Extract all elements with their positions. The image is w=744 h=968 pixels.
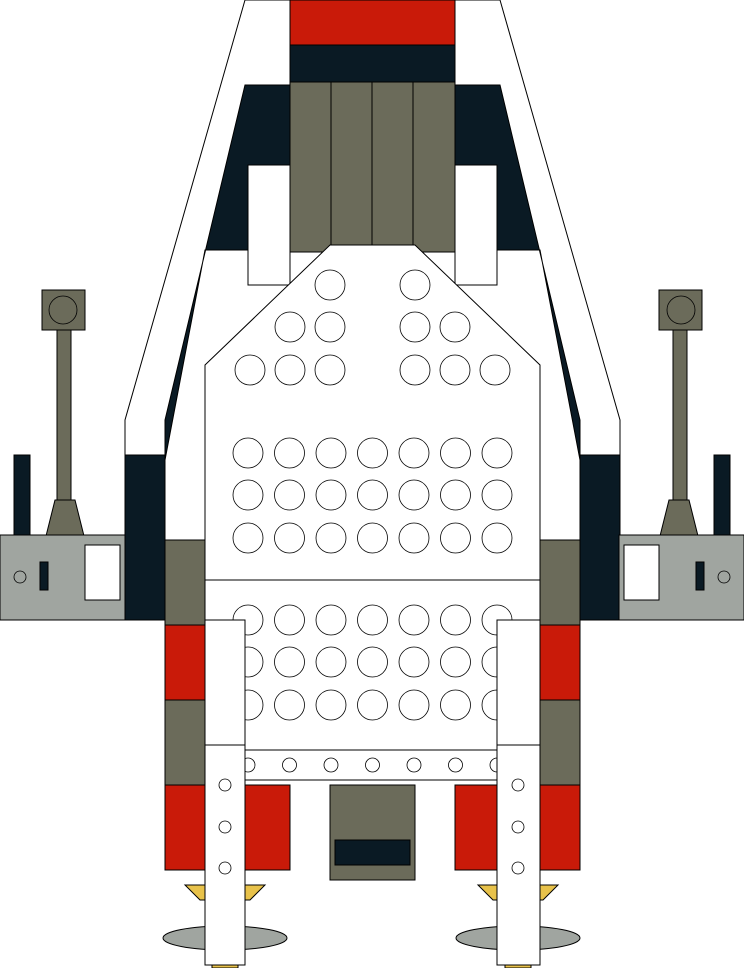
stud	[399, 311, 431, 343]
stud	[357, 689, 388, 721]
stud	[440, 689, 471, 721]
stud	[398, 689, 430, 721]
stud	[315, 689, 347, 721]
stud	[398, 479, 430, 511]
stud	[481, 437, 513, 469]
stud	[448, 757, 463, 773]
stud	[315, 604, 347, 636]
stud	[234, 354, 266, 386]
stud	[398, 646, 430, 678]
white-upper-left	[247, 164, 291, 286]
stud	[274, 437, 305, 469]
lower-plate	[204, 579, 541, 781]
stud	[314, 354, 346, 386]
stud	[315, 646, 347, 678]
top-red-brick	[289, 0, 456, 46]
stud	[314, 311, 346, 343]
stud	[440, 479, 471, 511]
stud	[274, 311, 306, 343]
center-bottom-navy	[334, 839, 411, 866]
stud	[274, 689, 305, 721]
stud	[232, 437, 264, 469]
stud	[440, 437, 471, 469]
stud	[440, 522, 471, 554]
left-engine	[0, 289, 126, 621]
stud	[399, 269, 431, 301]
stud	[232, 479, 264, 511]
stud	[439, 354, 471, 386]
stud	[314, 269, 346, 301]
stud	[315, 522, 347, 554]
stud	[274, 522, 305, 554]
stud	[357, 522, 388, 554]
stud	[399, 354, 431, 386]
stud	[274, 646, 305, 678]
stud	[315, 479, 347, 511]
top-navy-brick	[289, 44, 456, 86]
stud	[481, 522, 513, 554]
stud	[357, 437, 388, 469]
stud	[315, 437, 347, 469]
right-engine	[618, 289, 744, 621]
stud	[232, 522, 264, 554]
white-upper-right	[454, 164, 498, 286]
stud	[357, 604, 388, 636]
stud	[398, 437, 430, 469]
stud	[357, 479, 388, 511]
stud	[282, 757, 297, 773]
stud	[323, 757, 339, 773]
stud	[274, 604, 305, 636]
right-landing-leg	[455, 619, 581, 968]
stud	[365, 757, 380, 773]
right-navy-block	[579, 454, 621, 621]
lower-plate-edge	[244, 749, 501, 781]
left-landing-leg	[162, 619, 288, 968]
stud	[479, 354, 511, 386]
stud	[398, 604, 430, 636]
stud	[274, 479, 305, 511]
stud	[406, 757, 422, 773]
stud	[481, 479, 513, 511]
left-navy-block	[124, 454, 166, 621]
stud	[439, 311, 471, 343]
stud	[357, 646, 388, 678]
stud	[440, 646, 471, 678]
stud	[440, 604, 471, 636]
olive-tiles	[289, 81, 456, 253]
stud	[398, 522, 430, 554]
stud	[274, 354, 306, 386]
center-bottom-block	[329, 784, 416, 881]
